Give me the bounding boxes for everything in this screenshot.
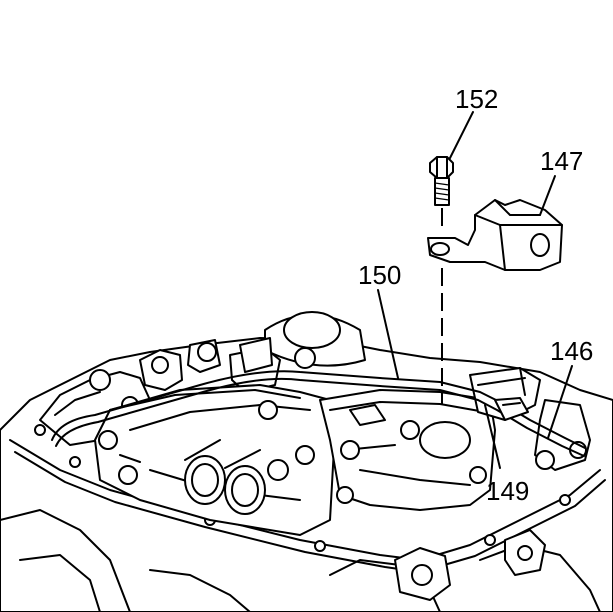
bracket-part xyxy=(427,199,563,271)
callout-152: 152 xyxy=(455,84,498,114)
callout-146: 146 xyxy=(550,336,593,366)
valve-body-bolts xyxy=(98,400,315,485)
wiring-harness xyxy=(51,370,586,457)
leader-lines xyxy=(377,111,573,469)
bolt-part xyxy=(429,156,454,206)
callout-149: 149 xyxy=(486,476,529,506)
callout-labels: 152 147 150 146 149 xyxy=(358,84,593,506)
accumulator-housing xyxy=(239,311,366,373)
solenoid-cylinders xyxy=(184,439,266,515)
callout-147: 147 xyxy=(540,146,583,176)
valve-body-right xyxy=(319,389,496,511)
callout-150: 150 xyxy=(358,260,401,290)
